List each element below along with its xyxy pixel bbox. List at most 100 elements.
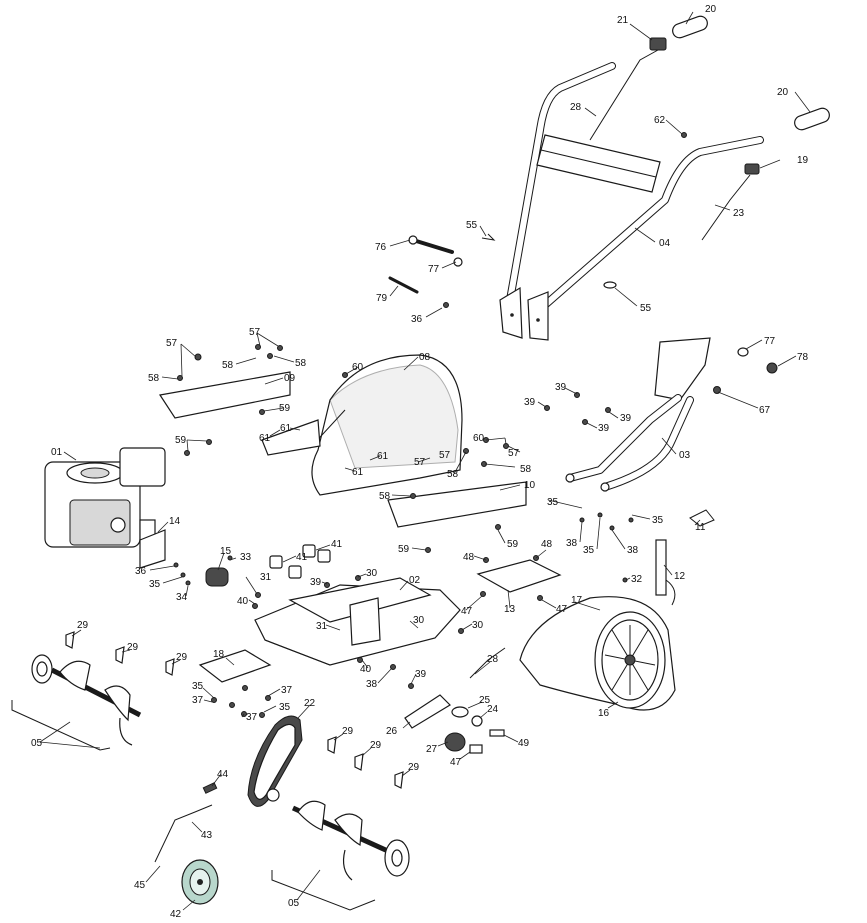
bushings-41 (269, 544, 331, 579)
transport-wheel (181, 859, 219, 905)
callout-44: 44 (217, 769, 229, 780)
callout-01: 01 (51, 447, 63, 458)
callout-38: 38 (627, 545, 639, 556)
callout-39: 39 (555, 382, 567, 393)
callout-22: 22 (304, 698, 316, 709)
callout-39: 39 (524, 397, 536, 408)
callout-29: 29 (127, 642, 139, 653)
callout-61: 61 (280, 423, 292, 434)
pin-76 (408, 235, 454, 254)
bracket-61 (261, 419, 321, 456)
handle-grip-right (794, 107, 830, 131)
clip-55b (603, 281, 617, 289)
callout-02: 02 (409, 575, 421, 586)
callout-58: 58 (295, 358, 307, 369)
callout-29: 29 (370, 740, 382, 751)
callout-04: 04 (659, 238, 671, 249)
callout-35: 35 (547, 497, 559, 508)
idler-pulley-27 (444, 732, 466, 752)
callout-67: 67 (759, 405, 771, 416)
callout-35: 35 (149, 579, 161, 590)
callout-39: 39 (310, 577, 322, 588)
bolt-79 (388, 276, 419, 294)
callout-31: 31 (260, 572, 272, 583)
callout-35: 35 (652, 515, 664, 526)
callout-24: 24 (487, 704, 499, 715)
callout-13: 13 (504, 604, 516, 615)
callout-26: 26 (386, 726, 398, 737)
callout-23: 23 (733, 208, 745, 219)
plate-18 (198, 649, 272, 683)
callout-39: 39 (620, 413, 632, 424)
callout-37: 37 (192, 695, 204, 706)
engine (44, 447, 166, 548)
callout-21: 21 (617, 15, 629, 26)
leader-lines (39, 11, 811, 911)
chassis-frame (254, 577, 461, 666)
callout-60: 60 (352, 362, 364, 373)
callout-58: 58 (520, 464, 532, 475)
callout-57: 57 (439, 450, 451, 461)
callout-48: 48 (463, 552, 475, 563)
tine-assembly-right (271, 800, 410, 911)
callout-49: 49 (518, 738, 530, 749)
callout-48: 48 (541, 539, 553, 550)
callout-59: 59 (279, 403, 291, 414)
handle-grip-upper (672, 15, 708, 39)
callout-40: 40 (237, 596, 249, 607)
callout-58: 58 (222, 360, 234, 371)
callout-59: 59 (398, 544, 410, 555)
callout-17: 17 (571, 595, 583, 606)
callout-29: 29 (176, 652, 188, 663)
callout-28: 28 (570, 102, 582, 113)
cable-28 (469, 647, 506, 679)
callout-18: 18 (213, 649, 225, 660)
callout-76: 76 (375, 242, 387, 253)
callout-77: 77 (428, 264, 440, 275)
callout-19: 19 (797, 155, 809, 166)
support-tube-12 (655, 539, 676, 606)
callout-20: 20 (777, 87, 789, 98)
clutch-lever (701, 163, 760, 241)
callout-57: 57 (249, 327, 261, 338)
callout-78: 78 (797, 352, 809, 363)
callout-16: 16 (598, 708, 610, 719)
callout-47: 47 (556, 604, 568, 615)
washer-24 (471, 715, 483, 727)
callout-05: 05 (288, 898, 300, 909)
callout-58: 58 (447, 469, 459, 480)
callout-58: 58 (148, 373, 160, 384)
washer-77b (737, 347, 749, 357)
handlebar-assembly (499, 62, 764, 341)
callout-10: 10 (524, 480, 536, 491)
callout-43: 43 (201, 830, 213, 841)
callout-59: 59 (175, 435, 187, 446)
callout-29: 29 (77, 620, 89, 631)
callout-41: 41 (331, 539, 343, 550)
callout-36: 36 (135, 566, 147, 577)
callout-61: 61 (259, 433, 271, 444)
callout-11: 11 (695, 522, 706, 533)
callout-61: 61 (352, 467, 364, 478)
callout-38: 38 (566, 538, 578, 549)
plate-13 (476, 559, 562, 593)
belt-cover (309, 354, 463, 496)
callout-14: 14 (169, 516, 181, 527)
plate-10 (387, 481, 527, 528)
callout-42: 42 (170, 909, 182, 920)
callout-28: 28 (487, 654, 499, 665)
callout-79: 79 (376, 293, 388, 304)
callout-61: 61 (377, 451, 389, 462)
callout-57: 57 (166, 338, 178, 349)
tine-blades-29 (65, 631, 404, 789)
bolt-49 (489, 729, 505, 737)
callout-25: 25 (479, 695, 491, 706)
callout-47: 47 (461, 606, 473, 617)
callout-37: 37 (281, 685, 293, 696)
hardware-fasteners (173, 132, 687, 718)
callout-09: 09 (284, 373, 296, 384)
callout-35: 35 (192, 681, 204, 692)
callout-29: 29 (342, 726, 354, 737)
depth-lever (154, 782, 218, 863)
